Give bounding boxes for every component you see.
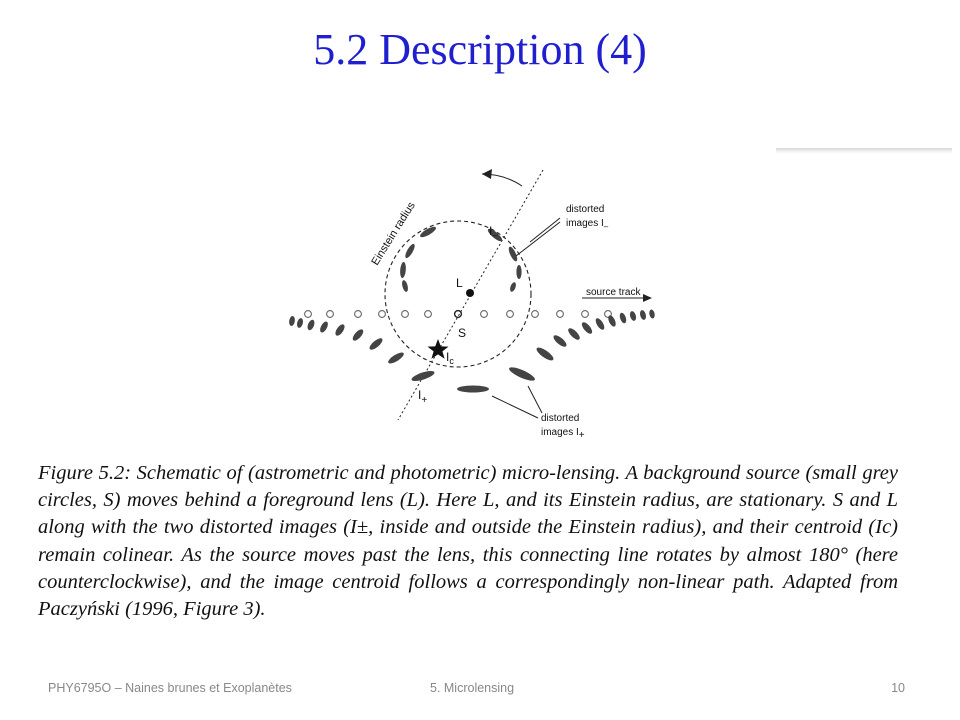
source-positions (304, 309, 612, 319)
slide-title: 5.2 Description (4) (313, 25, 647, 74)
einstein-ring (384, 220, 532, 368)
rotation-arrowhead (482, 169, 492, 179)
einstein-radius-label: Einstein radius (369, 200, 418, 268)
centroid-label: Ic (446, 350, 454, 366)
outer-images-plus (289, 309, 655, 393)
inner-images-minus (400, 226, 522, 292)
footer-page-number: 10 (891, 681, 905, 695)
figure-caption: Figure 5.2: Schematic of (astrometric an… (38, 462, 898, 621)
distorted-plus-label-1: distorted (541, 413, 579, 424)
decorative-shadow-bar (776, 148, 952, 154)
pointer-line-plus-1 (491, 395, 539, 419)
source-label: S (458, 326, 466, 340)
distorted-minus-label-2: images I– (566, 218, 609, 231)
microlensing-diagram: Einstein radius distorted images I– sour… (260, 168, 680, 448)
distorted-minus-label-1: distorted (566, 204, 604, 215)
lens-label: L (456, 276, 463, 290)
image-plus-label: I+ (418, 388, 427, 406)
footer-course: PHY6795O – Naines brunes et Exoplanètes (48, 681, 292, 695)
image-minus-label: I– (489, 224, 497, 240)
source-track-label: source track (586, 287, 641, 298)
distorted-plus-label-2: images I+ (541, 427, 585, 441)
source-track-arrowhead (643, 294, 652, 302)
pointer-line-plus-2 (527, 385, 543, 414)
pointer-line-minus-1 (529, 217, 561, 243)
pointer-line-minus-2 (515, 221, 561, 257)
lens-dot (466, 289, 474, 297)
centroid-star (427, 339, 449, 359)
footer-section: 5. Microlensing (430, 681, 515, 695)
